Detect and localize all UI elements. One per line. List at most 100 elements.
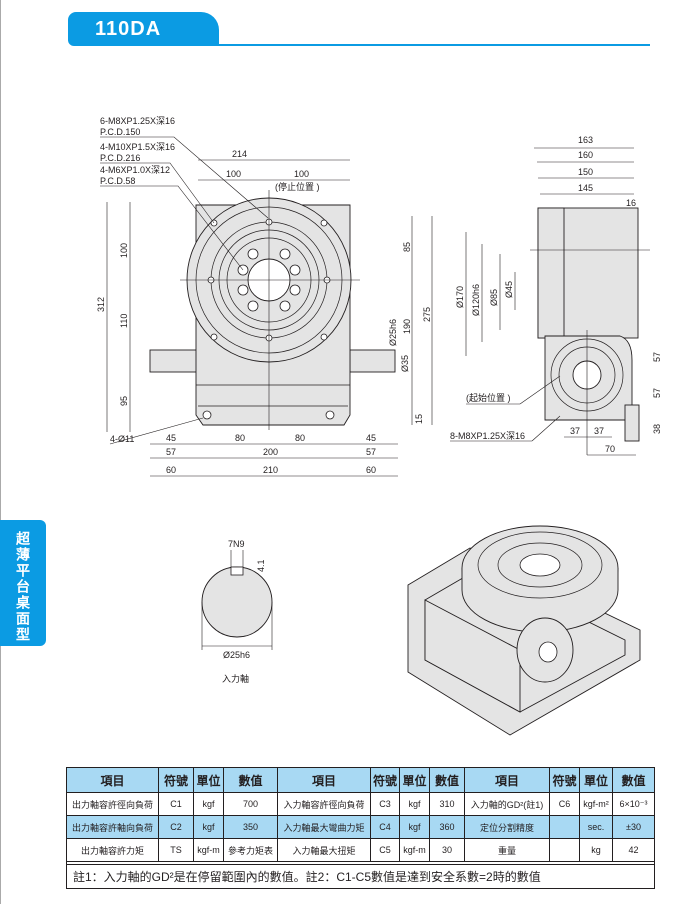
dimension-label: 數值 <box>612 767 655 793</box>
dimension-label <box>549 838 581 862</box>
dimension-label: C4 <box>369 815 401 839</box>
dimension-label: 57 <box>652 388 662 398</box>
dimension-label: 163 <box>578 135 593 145</box>
dimension-label: 16 <box>626 198 636 208</box>
dimension-label <box>549 815 581 839</box>
dimension-label: 45 <box>166 433 176 443</box>
dimension-label: 85 <box>402 242 412 252</box>
dimension-label: kgf <box>193 792 224 816</box>
dimension-label: 42 <box>612 838 655 862</box>
stop-position-label: (停止位置 ) <box>275 181 320 192</box>
table-header: 項目 符號 單位 數值 項目 符號 單位 數值 項目 符號 單位 數值 <box>66 767 655 793</box>
dimension-label: 100 <box>294 169 309 179</box>
dimension-label: 100 <box>226 169 241 179</box>
dimension-label: 80 <box>235 433 245 443</box>
category-tab[interactable]: 超薄平台桌面型 <box>0 520 46 646</box>
dimension-label: 入力軸容許徑向負荷 <box>277 792 371 816</box>
input-shaft-left <box>149 349 199 373</box>
dimension-label: ±30 <box>612 815 655 839</box>
dimension-label: 350 <box>223 815 278 839</box>
dimension-label: 45 <box>366 433 376 443</box>
dimension-label: TS <box>158 838 194 862</box>
dimension-label: 單位 <box>193 767 224 793</box>
dimension-label: 15 <box>414 414 424 424</box>
dimension-label: 出力軸容許徑向負荷 <box>66 792 159 816</box>
dimension-label: 重量 <box>464 838 551 862</box>
dimension-label: 出力軸容許軸向負荷 <box>66 815 159 839</box>
dimension-label: 57 <box>652 352 662 362</box>
dimension-label: C3 <box>369 792 401 816</box>
dimension-label: 145 <box>578 183 593 193</box>
spec-table: 項目 符號 單位 數值 項目 符號 單位 數值 項目 符號 單位 數值 出力軸容… <box>66 767 655 889</box>
dimension-label: 70 <box>605 444 615 454</box>
callout-text: 6-M8XP1.25X深16 <box>100 116 175 126</box>
dimension-label: kgf-m² <box>579 792 614 816</box>
dimension-label: 310 <box>429 792 466 816</box>
callout-text: P.C.D.150 <box>100 127 140 137</box>
side-view: 163 160 150 145 16 Ø170 Ø120h6 Ø85 Ø45 5… <box>450 135 662 456</box>
dimension-label: 37 <box>594 426 604 436</box>
dimension-label: C6 <box>549 792 581 816</box>
dimension-label: C1 <box>158 792 194 816</box>
dimension-label: 符號 <box>158 767 194 793</box>
dimension-label: 214 <box>232 149 247 159</box>
isometric-view <box>407 525 641 736</box>
dimension-label: 入力軸最大扭矩 <box>277 838 371 862</box>
header-rule <box>219 44 650 46</box>
dimension-label: kgf <box>399 792 431 816</box>
dimension-label: 200 <box>263 447 278 457</box>
dimension-label: 95 <box>119 396 129 406</box>
front-view: 6-M8XP1.25X深16 P.C.D.150 4-M10XP1.5X深16 … <box>96 116 433 477</box>
dimension-label: 210 <box>263 465 278 475</box>
dimension-label: 700 <box>223 792 278 816</box>
dimension-label: Ø85 <box>489 289 499 306</box>
dimension-label: 6×10⁻³ <box>612 792 655 816</box>
input-shaft-right <box>349 349 396 373</box>
callout-text: P.C.D.216 <box>100 153 140 163</box>
shaft-caption: 入力軸 <box>222 673 249 684</box>
dimension-label: 數值 <box>223 767 278 793</box>
dimension-label: 190 <box>402 319 412 334</box>
callout-text: 4-M6XP1.0X深12 <box>100 165 170 175</box>
dimension-label: Ø170 <box>455 286 465 308</box>
dimension-label: 8-M8XP1.25X深16 <box>450 431 525 441</box>
technical-drawing: 6-M8XP1.25X深16 P.C.D.150 4-M10XP1.5X深16 … <box>96 116 662 736</box>
dimension-label: 項目 <box>277 767 371 793</box>
dimension-label: Ø120h6 <box>471 284 481 316</box>
dimension-label: Ø25h6 <box>388 319 398 346</box>
dimension-label: 60 <box>166 465 176 475</box>
callout-text: 4-M10XP1.5X深16 <box>100 142 175 152</box>
shaft-keyway-detail: 7N9 4.1 Ø25h6 入力軸 <box>201 539 273 684</box>
dimension-label: 312 <box>96 297 106 312</box>
dimension-label: 符號 <box>369 767 401 793</box>
dimension-label: kgf-m <box>399 838 431 862</box>
dimension-label: 符號 <box>549 767 581 793</box>
dimension-label: 57 <box>366 447 376 457</box>
page-edge <box>0 0 1 904</box>
dimension-label: 360 <box>429 815 466 839</box>
callout-text: P.C.D.58 <box>100 176 135 186</box>
table-note: 註1：入力軸的GD²是在停留範圍內的數值。註2：C1-C5數值是達到安全系數=2… <box>66 864 655 889</box>
dimension-label: 數值 <box>429 767 466 793</box>
dimension-label: 150 <box>578 167 593 177</box>
dimension-label: Ø25h6 <box>223 650 250 660</box>
dimension-label: 37 <box>570 426 580 436</box>
dimension-label: kgf <box>193 815 224 839</box>
dimension-label: 110 <box>119 314 129 328</box>
dimension-label: 30 <box>429 838 466 862</box>
dimension-label: sec. <box>579 815 614 839</box>
dimension-label: 160 <box>578 150 593 160</box>
dimension-label: 80 <box>295 433 305 443</box>
dimension-label: 入力軸的GD²(註1) <box>464 792 551 816</box>
dimension-label: Ø45 <box>504 281 514 298</box>
dimension-label: 4-Ø11 <box>110 434 134 444</box>
dimension-label: 38 <box>652 424 662 434</box>
dimension-label: 100 <box>119 243 129 258</box>
dimension-label: C2 <box>158 815 194 839</box>
start-position-label: (起始位置 ) <box>466 392 511 403</box>
dimension-label: 60 <box>366 465 376 475</box>
dimension-label: 7N9 <box>228 539 245 549</box>
dimension-label: 57 <box>166 447 176 457</box>
